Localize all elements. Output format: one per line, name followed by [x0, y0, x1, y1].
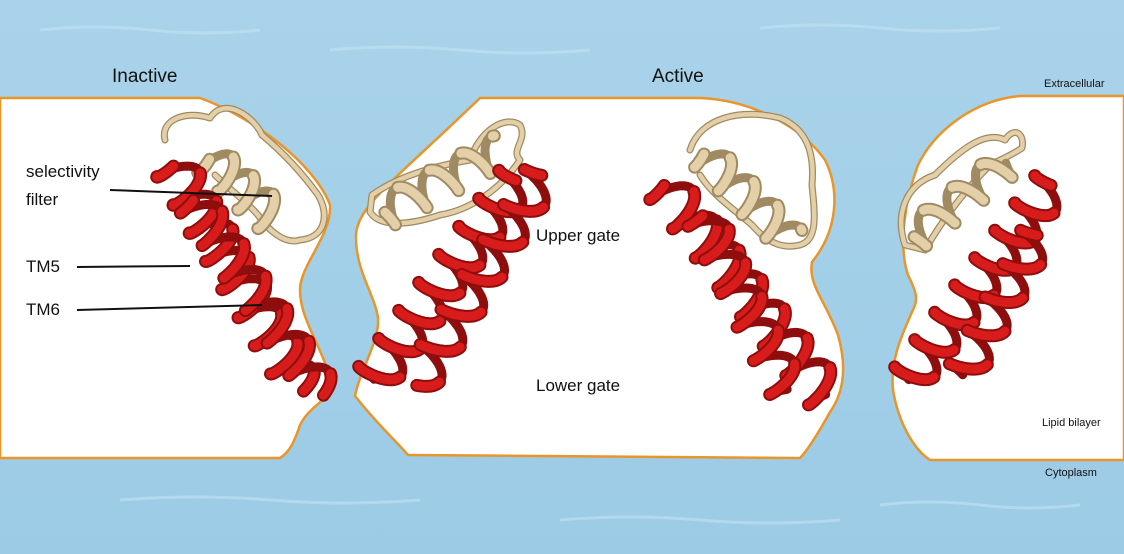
label-upper-gate: Upper gate	[536, 226, 620, 246]
heading-active: Active	[652, 66, 704, 88]
region-cytoplasm: Cytoplasm	[1045, 467, 1097, 479]
membrane-panel-center	[355, 98, 843, 458]
region-lipid-bilayer: Lipid bilayer	[1042, 417, 1101, 429]
tm5-pointer	[77, 266, 190, 267]
label-selectivity-filter-line1: selectivity	[26, 162, 100, 182]
region-extracellular: Extracellular	[1044, 78, 1105, 90]
label-tm5: TM5	[26, 257, 60, 277]
membrane-panel-right	[893, 96, 1124, 460]
label-lower-gate: Lower gate	[536, 376, 620, 396]
label-selectivity-filter-line2: filter	[26, 190, 58, 210]
label-tm6: TM6	[26, 300, 60, 320]
heading-inactive: Inactive	[112, 66, 177, 88]
